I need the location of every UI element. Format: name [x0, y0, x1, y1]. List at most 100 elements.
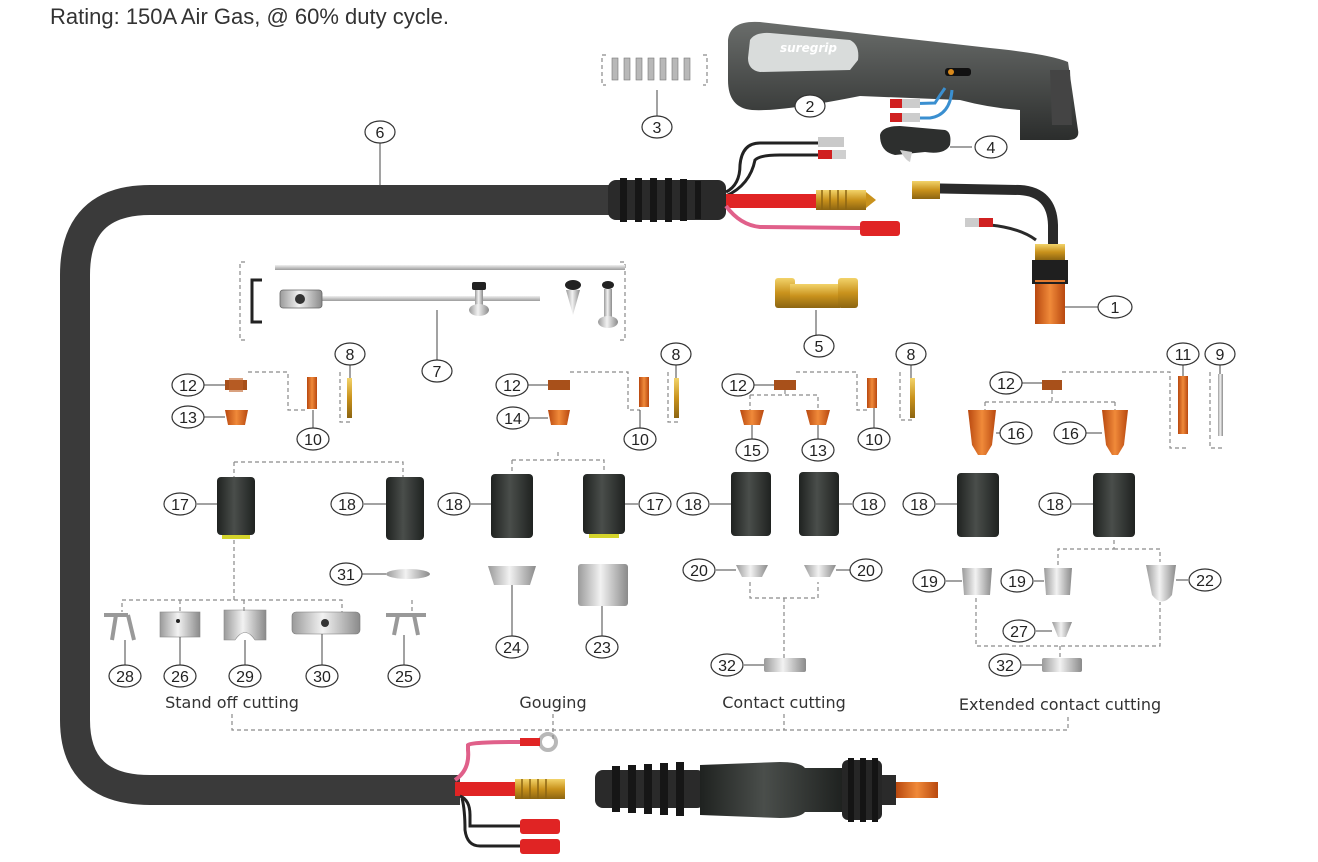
callout-p4: 4 — [974, 135, 1008, 159]
svg-text:18: 18 — [338, 497, 356, 514]
svg-text:28: 28 — [116, 669, 134, 686]
svg-text:19: 19 — [920, 574, 938, 591]
callout-p13b: 13 — [801, 438, 835, 462]
callout-p14: 14 — [496, 406, 530, 430]
callout-p10a: 10 — [296, 427, 330, 451]
svg-text:2: 2 — [806, 99, 815, 116]
svg-text:29: 29 — [236, 669, 254, 686]
callout-p7: 7 — [421, 359, 453, 383]
callout-p27: 27 — [1002, 619, 1036, 643]
leader-lines — [124, 90, 1221, 666]
svg-text:18: 18 — [1046, 497, 1064, 514]
callout-p12d: 12 — [989, 371, 1023, 395]
svg-text:22: 22 — [1196, 573, 1214, 590]
section-label-gouging: Gouging — [519, 693, 586, 712]
section-label-standoff: Stand off cutting — [165, 693, 299, 712]
svg-text:4: 4 — [987, 140, 996, 157]
rating-title: Rating: 150A Air Gas, @ 60% duty cycle. — [50, 4, 449, 29]
svg-text:18: 18 — [860, 497, 878, 514]
callout-p18f: 18 — [1038, 492, 1072, 516]
svg-text:12: 12 — [179, 378, 197, 395]
cable-wires-bottom-icon — [453, 732, 565, 854]
callout-p5: 5 — [803, 334, 835, 358]
svg-text:27: 27 — [1010, 624, 1028, 641]
callout-p12c: 12 — [721, 373, 755, 397]
callout-p18e: 18 — [902, 492, 936, 516]
callout-p3: 3 — [641, 115, 673, 139]
section-label-extended: Extended contact cutting — [959, 695, 1161, 714]
callout-p16a: 16 — [999, 421, 1033, 445]
callout-p18c: 18 — [676, 492, 710, 516]
callout-p8a: 8 — [334, 342, 366, 366]
svg-text:23: 23 — [593, 640, 611, 657]
callout-p28: 28 — [108, 664, 142, 688]
svg-text:25: 25 — [395, 669, 413, 686]
svg-text:15: 15 — [743, 443, 761, 460]
callout-p20a: 20 — [682, 558, 716, 582]
consumables-contact-icon — [731, 378, 915, 672]
callout-p19b: 19 — [1000, 569, 1034, 593]
callout-p10b: 10 — [623, 427, 657, 451]
callout-p2: 2 — [794, 94, 826, 118]
svg-text:18: 18 — [910, 497, 928, 514]
svg-text:11: 11 — [1175, 347, 1192, 364]
callout-p12b: 12 — [495, 373, 529, 397]
svg-text:10: 10 — [631, 432, 649, 449]
svg-text:12: 12 — [997, 376, 1015, 393]
svg-text:20: 20 — [690, 563, 708, 580]
cable-wires-top-icon — [724, 137, 900, 236]
svg-text:31: 31 — [337, 567, 355, 584]
circle-guide-icon — [239, 261, 626, 341]
svg-text:24: 24 — [503, 640, 521, 657]
screws-icon — [601, 54, 708, 86]
callout-p31: 31 — [329, 562, 363, 586]
consumables-gouging-icon — [488, 377, 679, 606]
callout-p25: 25 — [387, 664, 421, 688]
callout-p30: 30 — [305, 664, 339, 688]
consumables-standoff-icon — [104, 377, 430, 641]
svg-text:8: 8 — [907, 347, 916, 364]
callout-p8b: 8 — [660, 342, 692, 366]
callout-p11: 11 — [1166, 342, 1200, 366]
svg-text:8: 8 — [672, 347, 681, 364]
handle-wires-icon — [890, 87, 954, 122]
callout-p12a: 12 — [171, 373, 205, 397]
callout-p17b: 17 — [638, 492, 672, 516]
callout-p9: 9 — [1204, 342, 1236, 366]
callout-p22: 22 — [1188, 568, 1222, 592]
svg-text:20: 20 — [857, 563, 875, 580]
svg-text:9: 9 — [1216, 347, 1225, 364]
callout-p18b: 18 — [437, 492, 471, 516]
svg-text:16: 16 — [1061, 426, 1079, 443]
callout-p10c: 10 — [857, 427, 891, 451]
svg-text:5: 5 — [815, 339, 824, 356]
callout-p18d: 18 — [852, 492, 886, 516]
svg-text:19: 19 — [1008, 574, 1026, 591]
section-label-contact: Contact cutting — [722, 693, 846, 712]
central-connector-icon — [595, 758, 938, 822]
svg-text:7: 7 — [433, 364, 442, 381]
callout-p23: 23 — [585, 635, 619, 659]
svg-text:13: 13 — [809, 443, 827, 460]
callout-p20b: 20 — [849, 558, 883, 582]
adapter-icon — [775, 278, 858, 308]
callout-p19a: 19 — [912, 569, 946, 593]
callout-p18a: 18 — [330, 492, 364, 516]
svg-text:8: 8 — [346, 347, 355, 364]
consumables-extended-icon — [957, 374, 1223, 672]
svg-text:18: 18 — [684, 497, 702, 514]
callout-p16b: 16 — [1053, 421, 1087, 445]
grouping-lines — [121, 371, 1222, 742]
svg-text:17: 17 — [171, 497, 189, 514]
callout-p24: 24 — [495, 635, 529, 659]
brand-label: suregrip — [780, 41, 837, 55]
power-cable-icon — [60, 185, 612, 805]
svg-text:32: 32 — [718, 658, 736, 675]
torch-head-icon — [912, 181, 1068, 324]
svg-text:6: 6 — [376, 125, 385, 142]
svg-text:13: 13 — [179, 410, 197, 427]
svg-text:16: 16 — [1007, 426, 1025, 443]
svg-text:30: 30 — [313, 669, 331, 686]
svg-text:18: 18 — [445, 497, 463, 514]
